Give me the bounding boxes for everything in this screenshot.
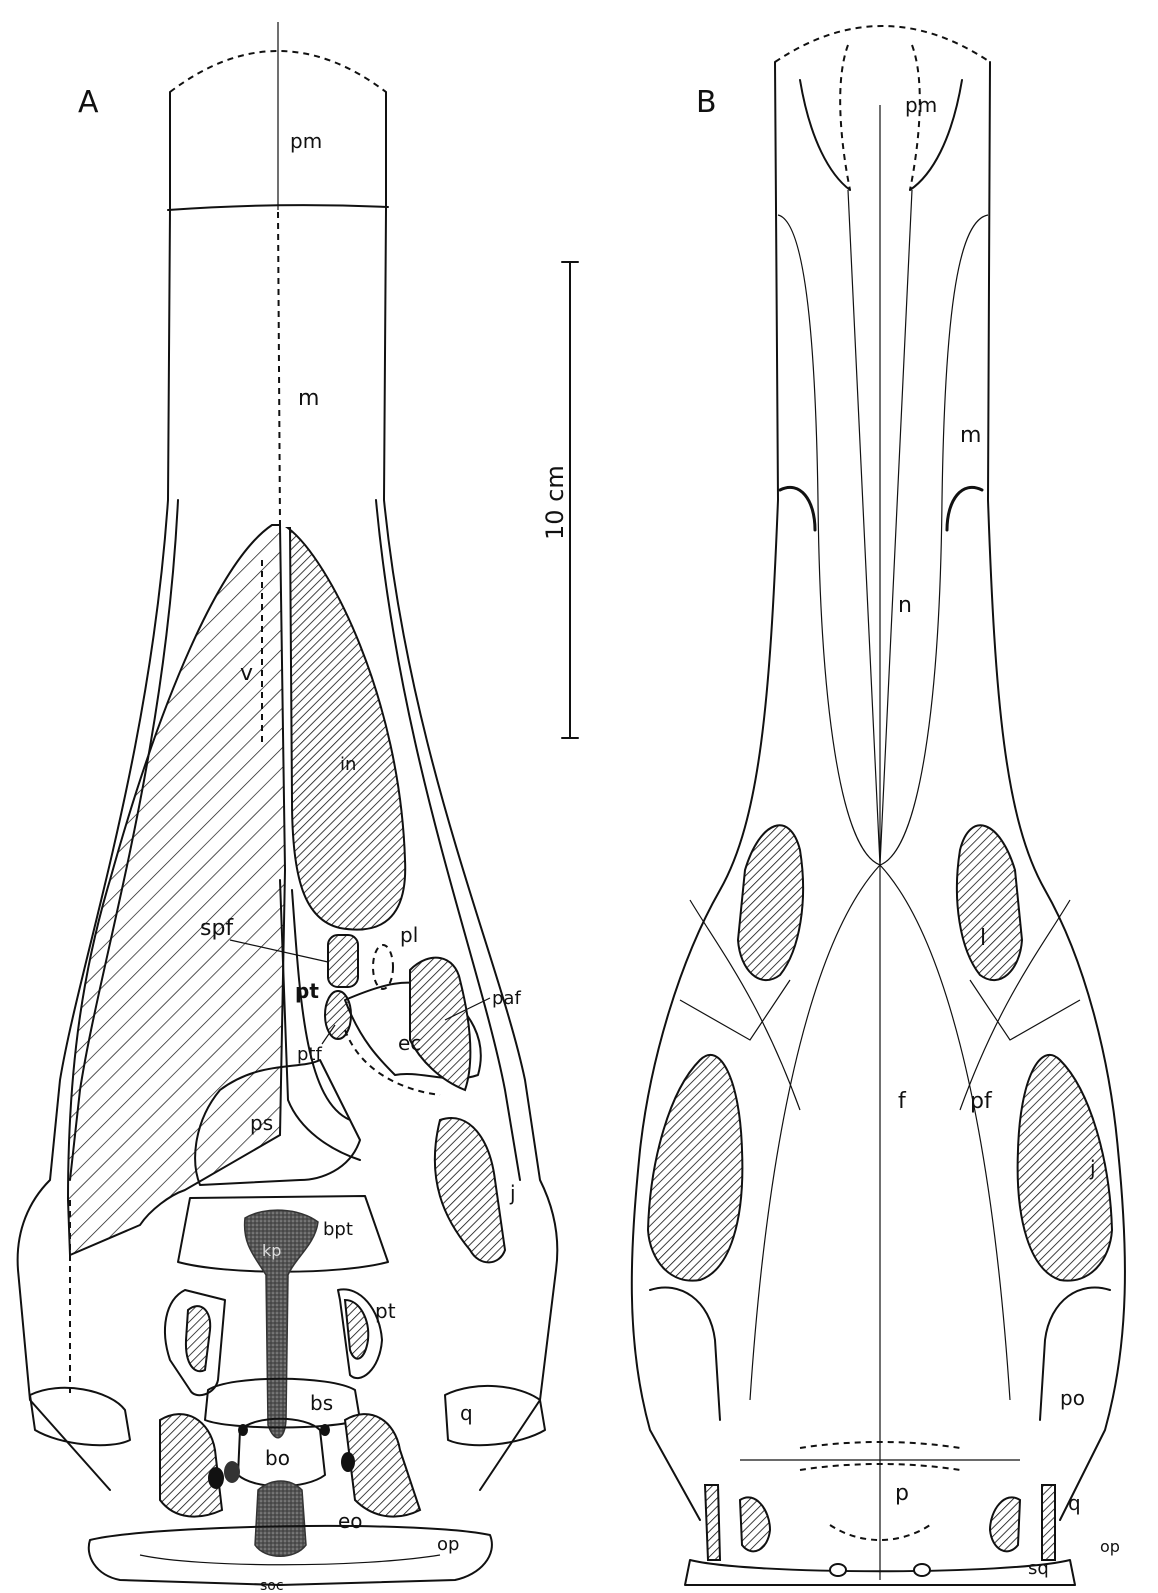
label-a-ps: ps	[250, 1111, 273, 1135]
b-left-small-fenestra	[740, 1497, 770, 1551]
a-foramen-4	[320, 1424, 330, 1436]
a-right-pt-hatch	[345, 1300, 368, 1359]
a-foramen-2	[224, 1461, 240, 1483]
a-dashed-opening	[373, 945, 393, 989]
label-a-kp: kp	[262, 1241, 281, 1260]
label-a-pm: pm	[290, 129, 322, 153]
a-midline-dashed	[278, 212, 280, 525]
label-a-in: in	[340, 754, 356, 775]
scale-bar: 10 cm	[541, 262, 578, 738]
label-b-p: p	[895, 1481, 909, 1506]
b-right-small-fenestra	[990, 1497, 1020, 1551]
a-left-pt-hatch	[186, 1306, 210, 1371]
label-b-j: j	[1089, 1156, 1096, 1180]
label-a-pt-upper: pt	[295, 979, 319, 1003]
label-b-pf: pf	[970, 1089, 993, 1114]
label-a-pt-lower: pt	[375, 1299, 396, 1323]
label-b-n: n	[898, 593, 912, 618]
label-a-soc: soc	[260, 1578, 284, 1593]
panel-a: A	[18, 22, 558, 1593]
label-b-po: po	[1060, 1386, 1085, 1410]
b-snout-tip-dashed	[775, 26, 990, 62]
a-jugal-fenestra	[435, 1118, 505, 1262]
a-foramen-1	[208, 1467, 224, 1489]
a-paf	[410, 958, 470, 1090]
a-right-exoccipital-hatch	[345, 1414, 420, 1516]
b-left-upper-fenestra	[738, 825, 803, 980]
scale-bar-label: 10 cm	[541, 465, 569, 540]
label-a-j: j	[509, 1181, 516, 1205]
label-a-eo: eo	[338, 1509, 363, 1533]
label-a-v: v	[240, 661, 253, 686]
label-a-bs: bs	[310, 1391, 333, 1415]
label-b-l: l	[980, 926, 986, 951]
label-b-op: op	[1100, 1537, 1120, 1556]
b-left-temporal-fenestra	[648, 1055, 742, 1281]
b-skull-outline	[632, 62, 1125, 1520]
label-a-bo: bo	[265, 1446, 290, 1470]
label-b-sq: sq	[1028, 1558, 1049, 1579]
label-a-bpt: bpt	[323, 1219, 353, 1240]
label-b-f: f	[898, 1089, 907, 1114]
a-op-inner-line	[140, 1555, 440, 1565]
b-maxilla-ridges	[780, 487, 982, 530]
b-premaxilla-curves	[800, 80, 962, 190]
a-left-fenestra	[68, 525, 285, 1255]
a-foramen-5	[341, 1452, 355, 1472]
label-a-q: q	[460, 1401, 473, 1425]
label-b-q: q	[1068, 1491, 1081, 1515]
label-a-op: op	[437, 1534, 459, 1555]
b-right-quadrate-hatch	[1042, 1485, 1055, 1560]
label-a-spf: spf	[200, 916, 234, 941]
label-a-paf: paf	[492, 988, 521, 1009]
a-suborbital-fenestra	[328, 935, 358, 987]
b-right-foramen	[914, 1564, 930, 1576]
label-b-pm: pm	[905, 93, 937, 117]
panel-b-letter: B	[696, 85, 717, 120]
label-a-ptf: ptf	[297, 1044, 322, 1065]
label-b-m: m	[960, 423, 981, 448]
b-right-temporal-fenestra	[1018, 1055, 1112, 1281]
label-a-pl: pl	[400, 923, 418, 947]
label-a-m: m	[298, 386, 319, 411]
panel-a-letter: A	[78, 85, 99, 120]
a-foramen-3	[238, 1424, 248, 1436]
a-left-exoccipital-hatch	[160, 1414, 222, 1516]
panel-b: B pm m	[632, 26, 1125, 1585]
label-a-ec: ec	[398, 1031, 421, 1055]
a-occipital-condyle	[255, 1481, 306, 1556]
a-internal-naris	[288, 528, 405, 930]
b-nasal-boundary	[778, 215, 988, 865]
b-left-foramen	[830, 1564, 846, 1576]
b-left-quadrate-hatch	[705, 1485, 720, 1560]
b-right-upper-fenestra	[957, 825, 1022, 980]
